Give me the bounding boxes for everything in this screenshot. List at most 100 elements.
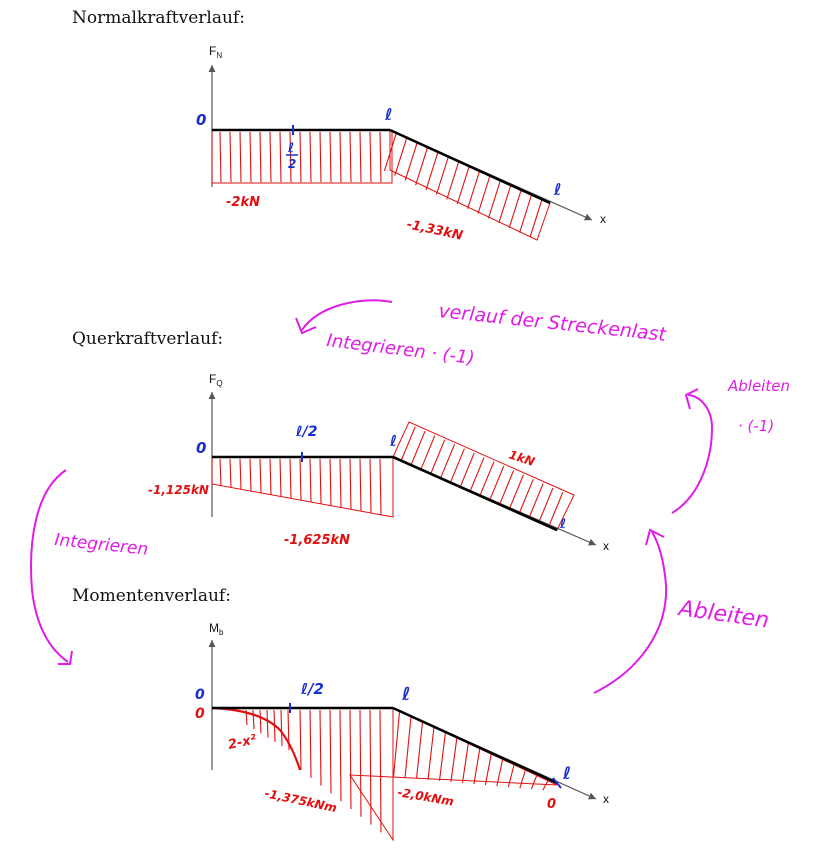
hatch-line [369,458,372,513]
shear-x-label: x [603,539,609,553]
moment-end-tick [552,777,562,789]
hatch-line [499,470,515,505]
hatch-line [394,137,408,176]
shear-value-mid: -1,625kN [284,533,350,548]
normal-mark-start: 0 [196,111,206,129]
hatch-line [239,131,242,183]
annotation-ableiten-top-2: · (-1) [738,417,774,435]
hatch-line [542,778,550,791]
moment-line-right [392,706,558,785]
hatch-line [309,458,312,502]
hatch-line [459,452,475,488]
annotation-ableiten-top-1: Ableiten [727,377,790,395]
hatch-line [487,180,501,219]
hatch-line [446,161,460,200]
hatch-line [508,474,524,510]
hatch-line [289,131,292,183]
hatch-line [329,458,332,506]
hatch-line [528,483,544,518]
hatch-line [269,458,272,495]
hatch-line [299,131,302,183]
hatch-line [249,458,252,491]
moment-mark-end-red: 0 [547,797,556,812]
normal-mark-mid-top: ℓ [287,141,294,156]
hatch-line [339,709,342,802]
moment-x-label: x [603,792,609,806]
hatch-line [309,131,312,183]
hatch-line [477,175,491,214]
hatch-line [425,151,439,191]
hatch-line [249,131,252,183]
normal-value-right: -1,33kN [405,217,464,244]
arrow-ableiten-right-head [645,528,665,546]
moment-mark-start-red: 0 [195,706,205,722]
hatch-line [245,709,248,726]
normal-diagram: FN x 0 ℓ 2 ℓ ℓ -2kN -1,33kN [196,44,606,244]
normal-hatch [219,131,543,238]
annotation-integrieren-top: Integrieren · (-1) [325,330,475,369]
moment-value-min: -1,375kNm [263,786,338,815]
hatch-line [259,458,262,493]
hatch-line [496,758,504,787]
hatch-line [467,170,481,210]
shear-hatch [219,426,564,527]
hatch-line [259,709,262,734]
normal-value-left: -2kN [226,195,260,210]
shear-mark-mid: ℓ/2 [295,424,317,440]
arrow-integrieren-top [301,299,393,331]
hatch-line [404,142,418,181]
hatch-line [299,458,302,501]
hatch-line [339,131,342,183]
shear-mark-start: 0 [196,439,206,457]
hatch-line [415,146,429,186]
moment-mark-start-blue: 0 [195,687,205,703]
hatch-line [404,716,412,778]
moment-diagram: Mb x 0 0 ℓ/2 ℓ ℓ 0 2-x² -1,375kNm -2,0kN… [195,621,609,842]
hatch-line [379,131,382,183]
hatch-line [400,426,416,461]
hatch-line [349,131,352,183]
hatch-line [479,461,495,496]
hatch-line [456,165,470,205]
normal-mark-mid-bot: 2 [288,157,296,171]
hatch-line [410,430,426,466]
hatch-line [329,131,332,183]
moment-value-curve: 2-x² [227,732,258,753]
hatch-line [415,721,424,779]
arrow-ableiten-top [671,394,714,514]
hatch-line [430,439,446,474]
shear-line-right [392,455,558,532]
moment-value-right: -2,0kNm [396,785,454,809]
hatch-line [435,156,449,195]
hatch-line [438,731,447,781]
hatch-line [519,194,533,233]
normal-x-label: x [600,212,606,226]
hatch-line [269,131,272,183]
arrow-integrieren-top-head [295,317,317,335]
hatch-line [259,131,262,183]
arrow-ableiten-top-head [684,388,699,410]
hatch-line [229,131,232,183]
hatch-line [498,184,512,224]
shear-value-right: 1kN [507,448,536,469]
hatch-line [529,199,543,238]
hatch-line [349,709,352,810]
heading-moment: Momentenverlauf: [72,586,231,606]
hatch-line [507,763,515,788]
heading-normalkraft: Normalkraftverlauf: [72,8,245,28]
hatch-line [219,131,222,183]
annotation-integrieren-left: Integrieren [53,530,149,560]
hatch-line [489,465,505,501]
hatch-line [319,458,322,504]
normal-fill-left [211,129,393,184]
hatch-line [359,709,362,817]
hatch-line [359,458,362,511]
hatch-line [359,131,362,183]
shear-diagram: FQ x 0 ℓ/2 ℓ ℓ -1,125kN -1,625kN 1kN [148,372,609,553]
hatch-line [440,443,456,479]
hatch-line [239,458,242,490]
hatch-line [266,709,269,738]
hatch-line [339,458,342,508]
hatch-line [450,737,458,782]
